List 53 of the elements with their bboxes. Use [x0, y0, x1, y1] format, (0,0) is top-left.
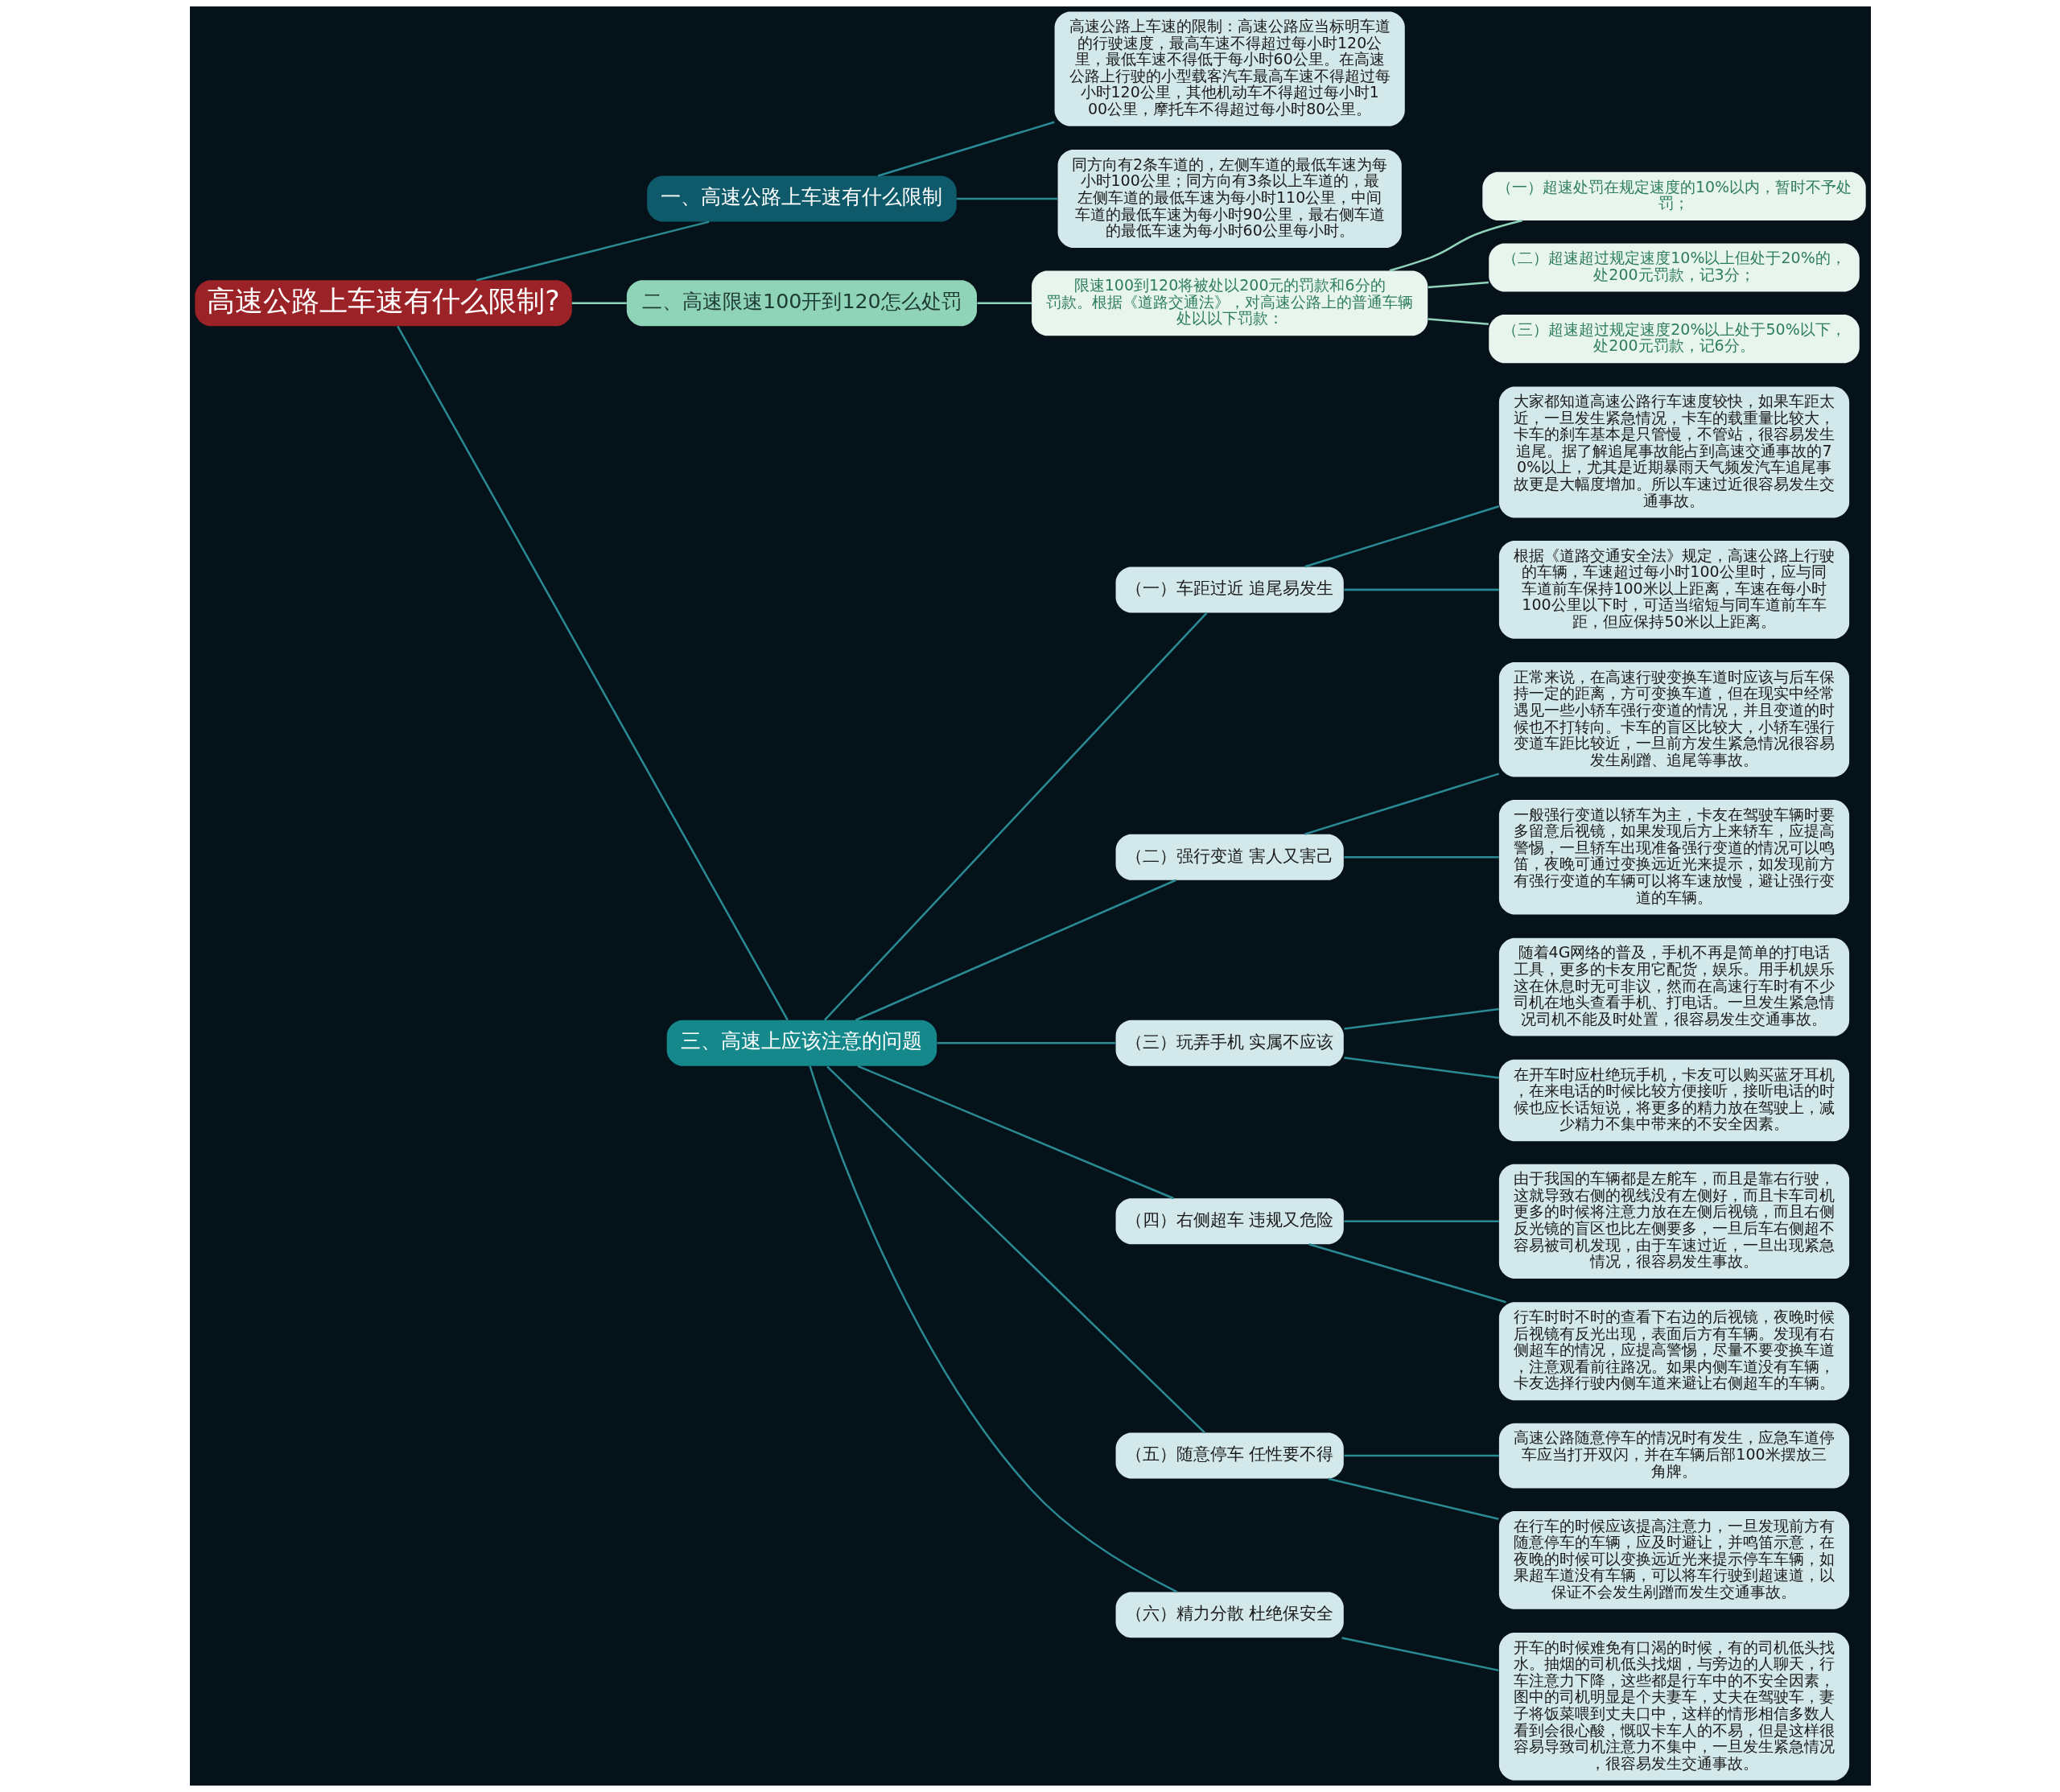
connector: [808, 1065, 1177, 1593]
connector: [1389, 219, 1522, 272]
connector: [956, 197, 1057, 200]
node-box: 一、高速公路上车速有什么限制: [646, 175, 957, 222]
connector: [1428, 281, 1489, 289]
node-box: 限速100到120将被处以200元的罚款和6分的罚款。根据《道路交通法》，对高速公路上的普通车辆处以以下罚款：: [1031, 270, 1428, 336]
node-box: （三）超速超过规定速度20%以上处于50%以下，处200元罚款，记6分。: [1488, 315, 1860, 364]
connector: [826, 1065, 1205, 1434]
node-box: 一般强行变道以轿车为主，卡友在驾驶车辆时要多留意后视镜，如果发现后方上来轿车，应提高警惕，一旦轿车出现准备强行变道的情况可以鸣笛，夜晚可通过变换远近光来提示，如发现前方有强行变道的车辆可以将车速放慢，避让强行变道的车辆。: [1498, 800, 1849, 915]
connector: [1343, 588, 1499, 591]
connector: [855, 879, 1176, 1021]
node-box: 正常来说，在高速行驶变换车道时应该与后车保持一定的距离，方可变换车道，但在现实中经常遇见一些小轿车强行变道的情况，并且变道的时候也不打转向。卡车的盲区比较大，小轿车强行变道车距比较近，一旦前方发生紧急情况很容易发生剐蹭、追尾等事故。: [1498, 662, 1849, 777]
node-box: （四）右侧超车 违规又危险: [1115, 1198, 1344, 1245]
connector: [1341, 1637, 1499, 1672]
node-box: （六）精力分散 杜绝保安全: [1115, 1592, 1344, 1638]
node-box: 根据《道路交通安全法》规定，高速公路上行驶的车辆，车速超过每小时100公里时，应与同车道前车保持100米以上距离，车速在每小时100公里以下时，可适当缩短与同车道前车车距，但应保持50米以上距离。: [1498, 540, 1849, 639]
node-box: 高速公路上车速有什么限制?: [194, 280, 572, 327]
node-box: 高速公路随意停车的情况时有发生，应急车道停车应当打开双闪，并在车辆后部100米摆放三角牌。: [1498, 1423, 1849, 1489]
node-box: 由于我国的车辆都是左舵车，而且是靠右行驶，这就导致右侧的视线没有左侧好，而且卡车司机更多的时候将注意力放在左侧后视镜，而且右侧反光镜的盲区也比左侧要多，一旦后车右侧超不容易被司机发现，由于车速过近，一旦出现紧急情况，很容易发生事故。: [1498, 1164, 1849, 1279]
connector: [571, 302, 627, 305]
connector: [1343, 1454, 1499, 1457]
node-box: （一）超速处罚在规定速度的10%以内，暂时不予处罚；: [1481, 171, 1866, 220]
node-box: （二）强行变道 害人又害己: [1115, 834, 1344, 880]
node-box: 同方向有2条车道的，左侧车道的最低车速为每小时100公里；同方向有3条以上车道的，最左侧车道的最低车速为每小时110公里，中间车道的最低车速为每小时90公里，最右侧车道的最低车速为每小时60公里每小时。: [1057, 150, 1402, 248]
node-box: 开车的时候难免有口渴的时候，有的司机低头找水。抽烟的司机低头找烟，与旁边的人聊天，行车注意力下降，这些都是行车中的不安全因素，图中的司机明显是个夫妻车，丈夫在驾驶车，妻子将饭菜喂到丈夫口中，这样的情形相信多数人看到会很心酸，慨叹卡车人的不易，但是这样很容易导致司机注意力不集中，一旦发生紧急情况，很容易发生交通事故。: [1498, 1633, 1849, 1781]
connector: [1304, 772, 1499, 835]
connector: [937, 1042, 1115, 1044]
node-box: 在行车的时候应该提高注意力，一旦发现前方有随意停车的车辆，应及时避让，并鸣笛示意，在夜晚的时候可以变换远近光来提示停车车辆，如果超车道没有车辆，可以将车行驶到超速道，以保证不会发生剐蹭而发生交通事故。: [1498, 1510, 1849, 1609]
node-box: 随着4G网络的普及，手机不再是简单的打电话工具，更多的卡友用它配货，娱乐。用手机娱乐这在休息时无可非议，然而在高速行车时有不少司机在地头查看手机、打电话。一旦发生紧急情况司机不能及时处置，很容易发生交通事故。: [1498, 937, 1849, 1036]
connector: [1343, 855, 1499, 859]
node-box: 二、高速限速100开到120怎么处罚: [626, 280, 977, 327]
node-box: 大家都知道高速公路行车速度较快，如果车距太近，一旦发生紧急情况，卡车的载重量比较大，卡车的刹车基本是只管慢，不管站，很容易发生追尾。据了解追尾事故能占到高速交通事故的70%以上，尤其是近期暴雨天气频发汽车追尾事故更是大幅度增加。所以车速过近很容易发生交通事故。: [1498, 386, 1849, 518]
connector: [1343, 1057, 1499, 1079]
connector: [1343, 1220, 1499, 1223]
node-box: 在开车时应杜绝玩手机，卡友可以购买蓝牙耳机，在来电话的时候比较方便接听，接听电话的时候也应长话短说，将更多的精力放在驾驶上，减少精力不集中带来的不安全因素。: [1498, 1059, 1849, 1142]
node-box: 高速公路上车速的限制：高速公路应当标明车道的行驶速度，最高车速不得超过每小时120公里，最低车速不得低于每小时60公里。在高速公路上行驶的小型载客汽车最高车速不得超过每小时120公里，其他机动车不得超过每小时100公里，摩托车不得超过每小时80公里。: [1054, 11, 1405, 126]
node-box: （一）车距过近 追尾易发生: [1115, 566, 1344, 613]
connector: [1328, 1477, 1499, 1520]
connector: [1308, 1243, 1506, 1304]
connector: [1343, 1007, 1499, 1030]
node-box: 行车时时不时的查看下右边的后视镜，夜晚时候后视镜有反光出现，表面后方有车辆。发现有右侧超车的情况，应提高警惕，尽量不要变换车道，注意观看前往路况。如果内侧车道没有车辆，卡友选择行驶内侧车道来避让右侧超车的车辆。: [1498, 1302, 1849, 1401]
connector: [1304, 505, 1499, 568]
node-box: （五）随意停车 任性要不得: [1115, 1432, 1344, 1479]
node-box: 三、高速上应该注意的问题: [666, 1020, 937, 1066]
connector: [823, 612, 1208, 1021]
connector: [396, 325, 789, 1021]
node-box: （三）玩弄手机 实属不应该: [1115, 1020, 1344, 1066]
connector: [977, 302, 1032, 305]
connector: [476, 220, 709, 282]
connector: [857, 1065, 1174, 1200]
node-box: （二）超速超过规定速度10%以上但处于20%的，处200元罚款，记3分；: [1488, 243, 1860, 292]
connector: [1428, 318, 1489, 325]
connector: [877, 121, 1055, 177]
